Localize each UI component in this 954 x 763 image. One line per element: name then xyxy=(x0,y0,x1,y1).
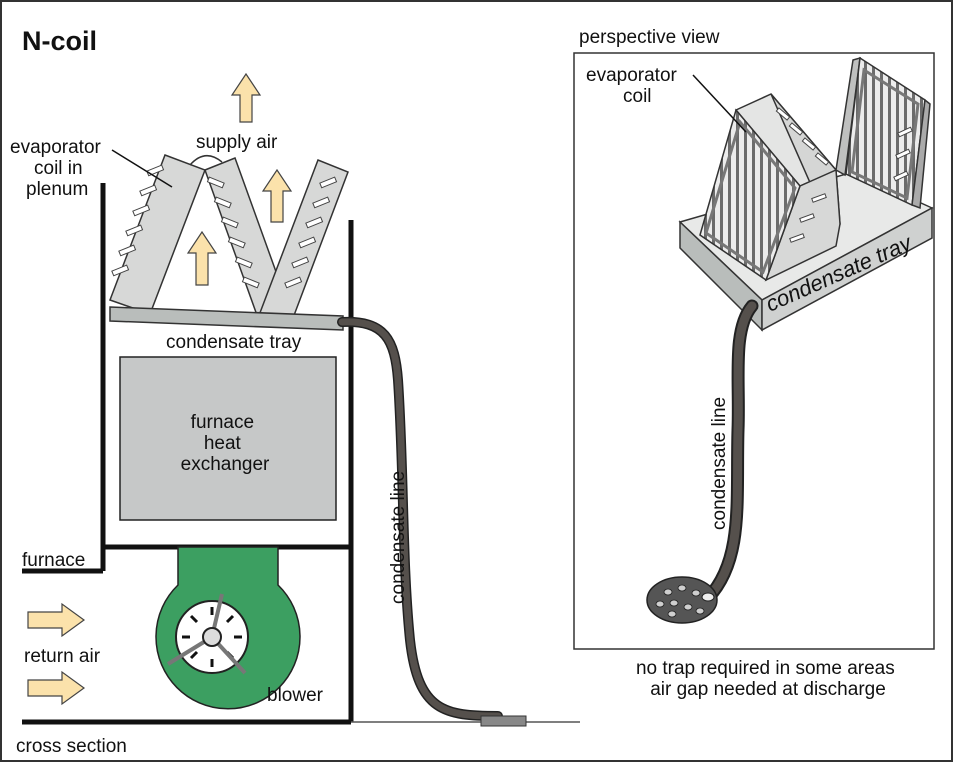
furnace-label: furnace xyxy=(22,550,85,571)
return-air-label: return air xyxy=(24,646,101,667)
blower-assembly xyxy=(155,546,301,710)
supply-air-arrows xyxy=(186,72,293,286)
furnace-heat-exchanger xyxy=(119,356,337,521)
perspective-note: no trap required in some areas air gap n… xyxy=(636,658,900,700)
heat-exchanger-label: furnace heat exchanger xyxy=(181,412,270,475)
perspective-coil-leader xyxy=(692,74,747,133)
condensate-line-label-cross-section: condensate line xyxy=(388,471,409,604)
condensate-tray-cross-section xyxy=(109,306,344,331)
return-air-arrows xyxy=(27,602,86,706)
evaporator-coil-label-perspective: evaporator coil xyxy=(586,65,682,107)
perspective-view-heading: perspective view xyxy=(579,27,720,48)
coil-fin-slots xyxy=(111,164,338,289)
floor-drain xyxy=(646,576,718,624)
cross-section-caption: cross section xyxy=(16,736,127,757)
condensate-line-label-perspective: condensate line xyxy=(709,397,730,530)
condensate-line-cross-section xyxy=(337,316,503,721)
condensate-tray-label: condensate tray xyxy=(166,332,302,353)
blower-label: blower xyxy=(267,685,324,706)
diagram-title: N-coil xyxy=(22,26,97,56)
supply-air-label: supply air xyxy=(196,132,278,153)
coil-in-plenum-label: evaporator coil in plenum xyxy=(10,137,106,200)
drain-outlet xyxy=(480,715,527,727)
coil-label-leader xyxy=(111,149,173,188)
coil-fin-slots-perspective xyxy=(775,107,913,243)
